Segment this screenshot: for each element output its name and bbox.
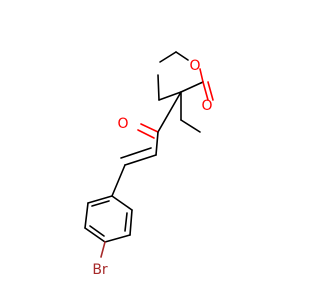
- bond-ester-carbonyl-double-b: [207, 81, 214, 101]
- bond-alkene-double-b: [120, 147, 152, 159]
- bond-ring-inner-1: [91, 200, 110, 207]
- bond-alkene-to-aryl: [111, 164, 126, 197]
- bond-ethyl-ch2-oxygen: [175, 51, 189, 61]
- bond-quaternary-upper-ethyl: [158, 91, 182, 101]
- bond-alkene-double-a: [124, 154, 157, 166]
- molecule-structure-diagram: O O O Br: [84, 51, 214, 278]
- bond-upper-ethyl-terminal: [157, 74, 160, 101]
- bond-oxygen-ester-carbon: [199, 68, 204, 83]
- bond-ring-inner-2: [89, 225, 105, 237]
- bond-ketone-double-a: [140, 123, 159, 133]
- bond-quaternary-ketone-carbon: [157, 91, 182, 133]
- bond-ring-4: [104, 234, 131, 243]
- bond-ring-5: [129, 209, 133, 236]
- bond-ring-1: [87, 195, 113, 204]
- atom-label-oxygen-ester: O: [189, 58, 200, 74]
- bond-ring-3: [84, 227, 106, 243]
- bond-ring-2: [84, 202, 89, 229]
- bond-ring-6: [111, 195, 133, 211]
- bond-ring-to-bromine: [100, 241, 106, 258]
- atom-label-bromine: Br: [92, 262, 108, 278]
- atom-label-oxygen-carbonyl: O: [201, 98, 212, 114]
- bond-ester-carbon-quaternary: [180, 81, 204, 93]
- atom-label-oxygen-ketone: O: [117, 116, 128, 132]
- bond-ethyl-ch3-ch2: [159, 51, 177, 63]
- bond-ketone-to-alkene: [155, 131, 159, 156]
- bond-ester-carbonyl-double-a: [202, 81, 209, 101]
- bond-ketone-double-b: [137, 129, 155, 139]
- bond-lower-ethyl-terminal: [180, 119, 201, 133]
- bond-ring-inner-3: [124, 212, 128, 232]
